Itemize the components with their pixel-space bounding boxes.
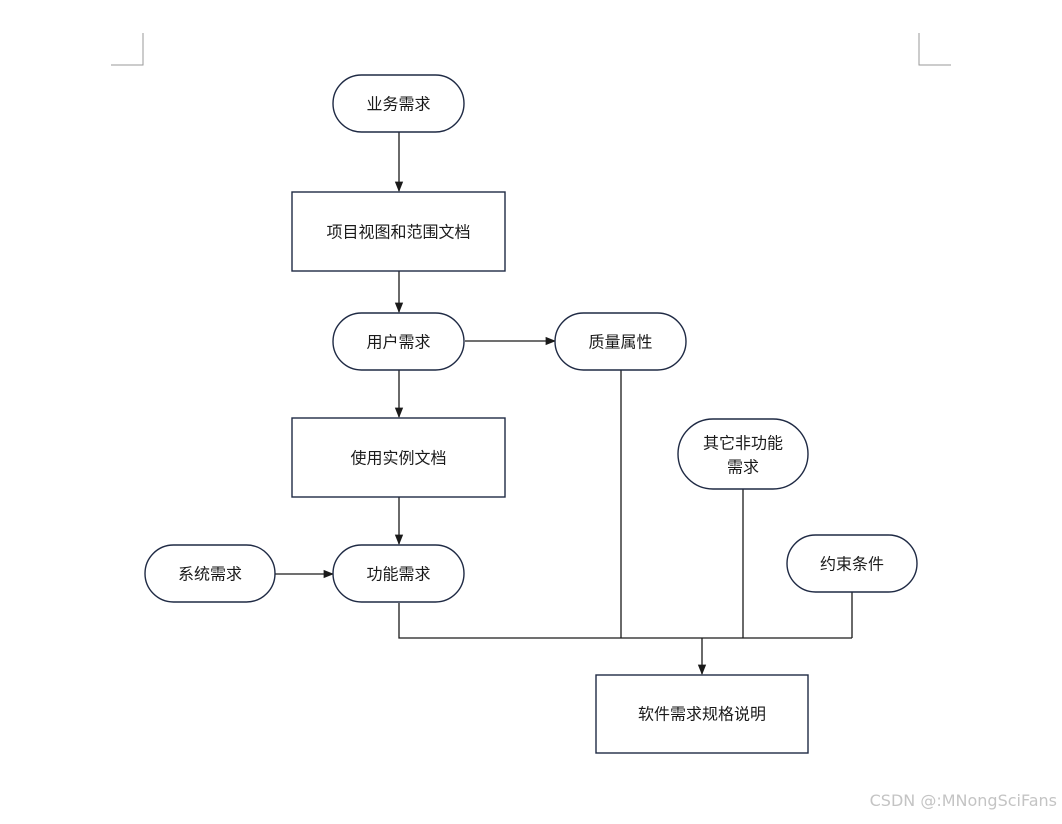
node-constraints[interactable]: 约束条件 [786,534,918,593]
node-software-requirements-specification[interactable]: 软件需求规格说明 [595,674,809,754]
node-system-requirements[interactable]: 系统需求 [144,544,276,603]
node-label-line1: 其它非功能 [703,434,783,453]
node-label: 软件需求规格说明 [638,705,766,724]
node-label: 约束条件 [820,555,884,574]
node-label: 质量属性 [588,333,652,352]
node-use-case-document[interactable]: 使用实例文档 [291,417,506,498]
node-label: 使用实例文档 [350,449,446,468]
node-label: 项目视图和范围文档 [326,223,470,242]
edge-functional-to-merge [398,603,852,639]
crop-mark-top-right [918,33,951,66]
edges [275,132,853,676]
node-label: 业务需求 [366,95,430,114]
node-label: 用户需求 [366,333,430,352]
node-other-nonfunctional-requirements[interactable]: 其它非功能 需求 [677,418,809,490]
node-business-requirements[interactable]: 业务需求 [332,74,465,133]
node-vision-scope-document[interactable]: 项目视图和范围文档 [291,191,506,272]
crop-marks [111,33,951,66]
node-functional-requirements[interactable]: 功能需求 [332,544,465,603]
crop-mark-top-left [111,33,144,66]
node-quality-attributes[interactable]: 质量属性 [554,312,687,371]
node-user-requirements[interactable]: 用户需求 [332,312,465,371]
watermark-text: CSDN @:MNongSciFans [870,791,1057,810]
node-label-line2: 需求 [727,458,759,477]
node-label: 功能需求 [366,565,430,584]
node-label: 系统需求 [178,565,242,584]
